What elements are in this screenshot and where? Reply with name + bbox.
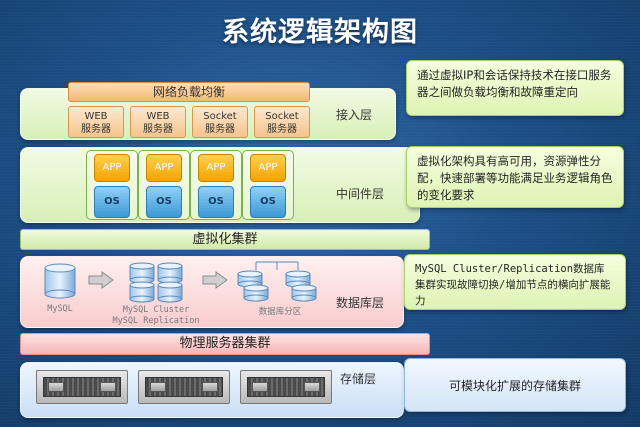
replication-label: MySQL Replication [112,316,200,326]
database-icon [44,263,76,299]
access-layer-note: 通过虚拟IP和会话保持技术在接口服务器之间做负载均衡和故障重定向 [406,60,624,116]
server-type: WEB [146,111,170,122]
database-layer-note: MySQL Cluster/Replication数据库集群实现故障切换/增加节… [404,254,626,310]
server-type: Socket [265,111,299,122]
access-layer-label: 接入层 [336,108,373,122]
server-role: 服务器 [143,124,173,135]
web-server-box: WEB 服务器 [68,106,124,138]
server-type: Socket [203,111,237,122]
server-role: 服务器 [267,124,297,135]
app-box: APP [146,154,182,182]
middleware-layer-label: 中间件层 [336,187,385,201]
server-rack-icon [36,370,128,404]
server-role: 服务器 [81,124,111,135]
rack-bay [150,382,166,392]
socket-server-box: Socket 服务器 [192,106,248,138]
middleware-layer-note: 虚拟化架构具有高可用，资源弹性分配，快速部署等功能满足业务逻辑角色的变化要求 [406,146,624,208]
app-box: APP [94,154,130,182]
arrow-right-icon [202,271,228,289]
rack-vent [145,377,223,397]
partition-label: 数据库分区 [258,307,302,317]
os-box: OS [250,186,286,218]
mysql-label: MySQL [47,304,73,314]
socket-server-box: Socket 服务器 [254,106,310,138]
physical-cluster-bar: 物理服务器集群 [20,333,430,355]
server-rack-icon [138,370,230,404]
os-box: OS [94,186,130,218]
app-box: APP [198,154,234,182]
rack-bay [48,382,64,392]
load-balancer-bar: 网络负载均衡 [68,82,310,102]
server-rack-icon [240,370,332,404]
rack-bay [202,382,218,392]
storage-layer-label: 存储层 [340,372,377,386]
web-server-box: WEB 服务器 [130,106,186,138]
database-cluster-icon [129,262,183,303]
database-partition-icon [237,261,317,302]
server-role: 服务器 [205,124,235,135]
os-box: OS [198,186,234,218]
os-box: OS [146,186,182,218]
arrow-right-icon [88,271,114,289]
database-layer-label: 数据库层 [336,296,385,310]
storage-layer-note: 可模块化扩展的存储集群 [404,358,626,412]
virtualization-cluster-bar: 虚拟化集群 [20,229,430,250]
rack-bay [304,382,320,392]
cluster-label: MySQL Cluster [122,305,190,315]
rack-vent [247,377,325,397]
app-box: APP [250,154,286,182]
diagram-title: 系统逻辑架构图 [222,17,418,48]
server-type: WEB [84,111,108,122]
database-layer-panel [20,256,404,328]
rack-bay [100,382,116,392]
rack-bay [252,382,268,392]
rack-vent [43,377,121,397]
